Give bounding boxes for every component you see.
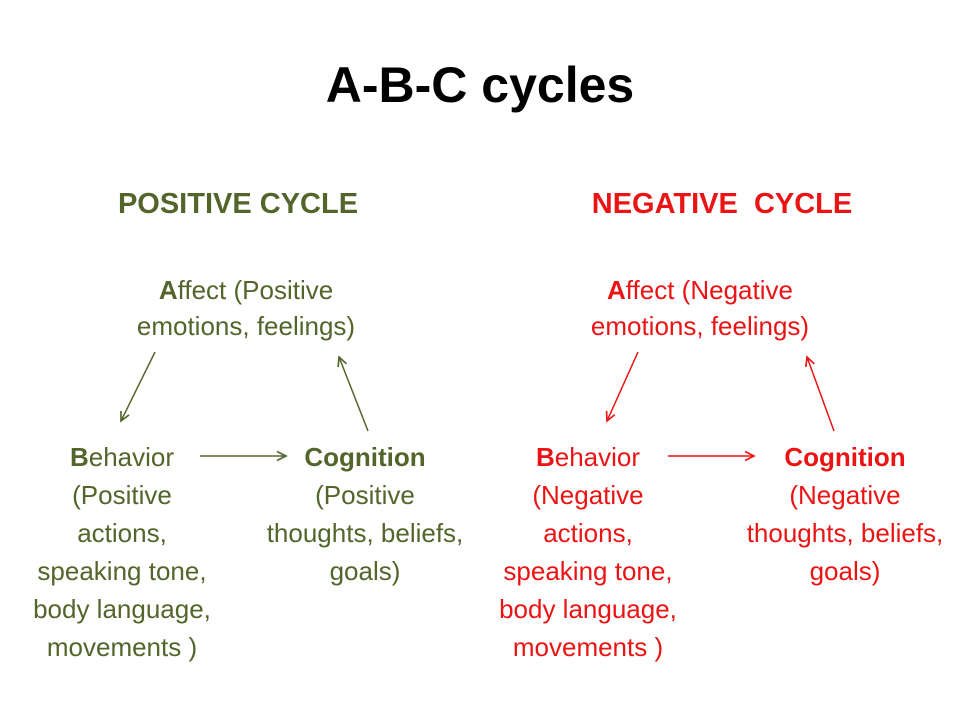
positive-behavior-line: (Positive [72,480,172,510]
positive-behavior-title: Behavior [7,438,237,476]
negative-behavior-node: Behavior (Negative actions, speaking ton… [473,438,703,666]
negative-cognition-node: Cognition (Negative thoughts, beliefs, g… [720,438,960,590]
positive-cognition-line: goals) [329,556,401,586]
positive-arrow-affect-to-behavior [120,351,156,423]
positive-behavior-line: actions, [77,518,167,548]
negative-behavior-line: (Negative [532,480,644,510]
positive-cognition-line: thoughts, beliefs, [266,518,464,548]
negative-behavior-line: actions, [543,518,633,548]
positive-arrow-cognition-to-affect [337,355,369,432]
negative-behavior-lead-letter: B [535,442,555,472]
positive-cognition-node: Cognition (Positive thoughts, beliefs, g… [240,438,490,590]
positive-cognition-line: (Positive [315,480,415,510]
negative-behavior-line: speaking tone, [503,556,673,586]
positive-behavior-node: Behavior (Positive actions, speaking ton… [7,438,237,666]
negative-cognition-line: (Negative [789,480,901,510]
positive-behavior-line: movements ) [46,632,198,662]
negative-behavior-title-rest: ehavior [554,442,641,472]
negative-cognition-title: Cognition [784,442,906,472]
positive-cycle-heading: POSITIVE CYCLE [117,188,359,220]
positive-cognition-title: Cognition [304,442,426,472]
negative-cycle-heading: NEGATIVE CYCLE [591,188,853,220]
positive-behavior-lead-letter: B [69,442,89,472]
negative-cognition-line: thoughts, beliefs, [746,518,944,548]
positive-behavior-line: speaking tone, [37,556,207,586]
positive-affect-lead-letter: A [158,275,178,305]
negative-cognition-line: goals) [809,556,881,586]
negative-affect-node: Affect (Negative emotions, feelings) [500,272,900,344]
negative-behavior-line: body language, [499,594,677,624]
negative-affect-line-2: emotions, feelings) [590,311,810,341]
negative-affect-lead-letter: A [607,275,626,305]
negative-affect-line-1: Affect (Negative [500,272,900,308]
negative-arrow-affect-to-behavior [605,351,639,423]
positive-affect-line-1-rest: ffect (Positive [177,275,334,305]
positive-affect-line-2: emotions, feelings) [136,311,356,341]
positive-behavior-title-rest: ehavior [88,442,175,472]
negative-arrow-cognition-to-affect [805,355,835,432]
positive-affect-node: Affect (Positive emotions, feelings) [46,272,446,344]
positive-behavior-line: body language, [33,594,211,624]
negative-behavior-title: Behavior [473,438,703,476]
negative-behavior-line: movements ) [512,632,664,662]
negative-affect-line-1-rest: ffect (Negative [625,275,793,305]
slide-title: A-B-C cycles [325,57,635,113]
positive-affect-line-1: Affect (Positive [46,272,446,308]
